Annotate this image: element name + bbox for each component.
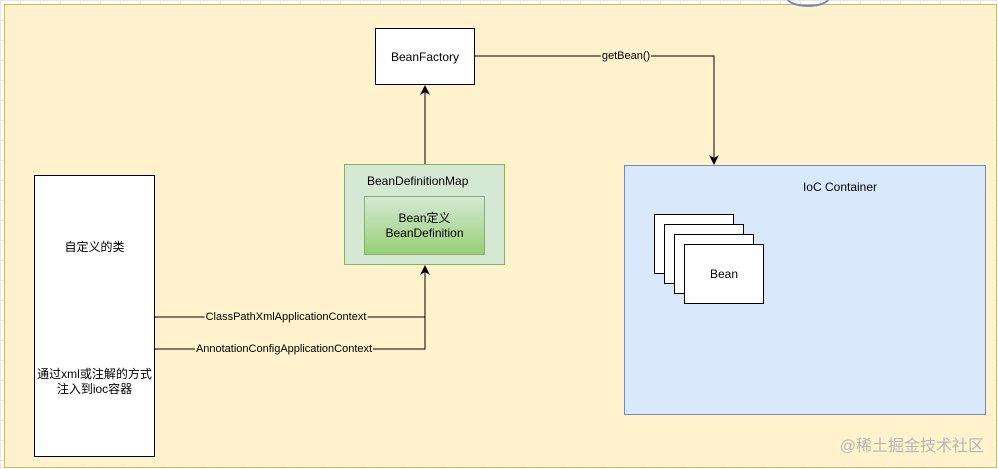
ioc-container-label: IoC Container <box>802 180 878 194</box>
edge-classpath <box>155 265 430 318</box>
custom-class-desc-line1: 通过xml或注解的方式 <box>37 367 152 381</box>
annotation-edge-label: AnnotationConfigApplicationContext <box>194 343 374 355</box>
watermark: @稀土掘金技术社区 <box>839 438 984 455</box>
bean-factory-box[interactable]: BeanFactory <box>375 28 475 85</box>
custom-class-box[interactable]: 自定义的类 通过xml或注解的方式 注入到ioc容器 <box>34 175 155 457</box>
bean-factory-label: BeanFactory <box>390 49 460 64</box>
bean-label: Bean <box>709 267 739 281</box>
bean-definition-map-label: BeanDefinitionMap <box>367 174 469 188</box>
edge-getbean <box>475 55 719 165</box>
classpath-edge-label: ClassPathXmlApplicationContext <box>204 311 368 323</box>
bean-box[interactable]: Bean <box>684 244 764 304</box>
bean-definition-line1: Bean定义 <box>398 210 451 225</box>
custom-class-desc-line2: 注入到ioc容器 <box>56 382 133 396</box>
custom-class-description: 通过xml或注解的方式 注入到ioc容器 <box>35 367 154 397</box>
custom-class-title: 自定义的类 <box>64 240 125 254</box>
bean-definition-line2: BeanDefinition <box>385 225 464 240</box>
bean-definition-map-box[interactable]: BeanDefinitionMap Bean定义 BeanDefinition <box>344 164 505 265</box>
get-bean-edge-label: getBean() <box>600 50 652 62</box>
bean-definition-box[interactable]: Bean定义 BeanDefinition <box>364 196 485 255</box>
